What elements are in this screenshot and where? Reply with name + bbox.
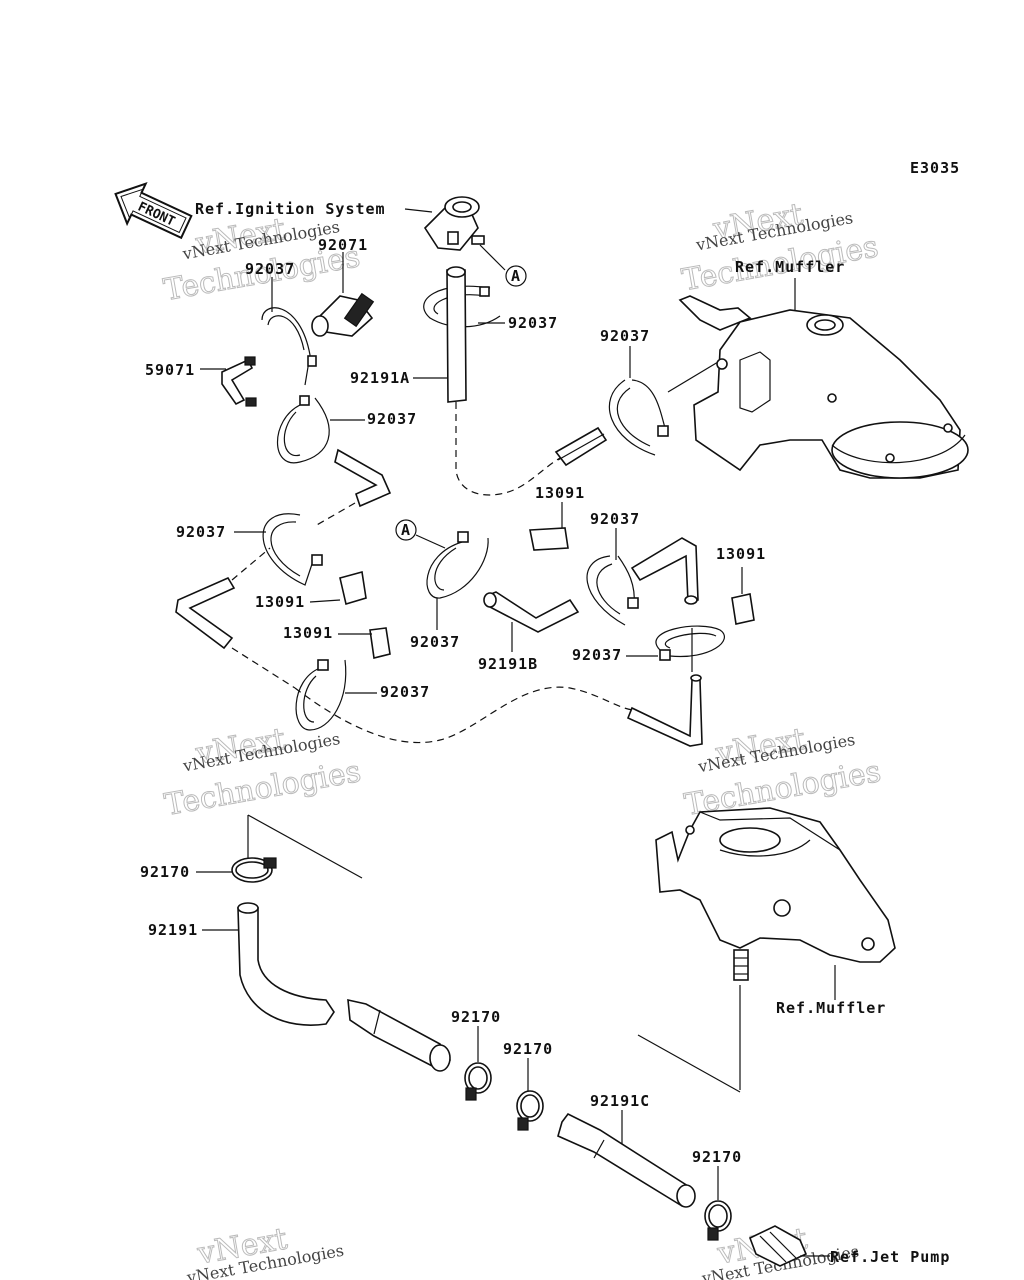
label-92037-f: 92037 — [600, 327, 650, 345]
muffler-bottom — [655, 807, 896, 981]
label-92037-g: 92037 — [410, 633, 460, 651]
svg-text:A: A — [511, 267, 521, 285]
label-92170-c: 92170 — [503, 1040, 553, 1058]
label-92037-b: 92037 — [367, 410, 417, 428]
watermark-mid-left: vNext Technologies vNext Technologies — [161, 721, 364, 823]
check-valve-92071 — [311, 292, 375, 337]
label-13091-b: 13091 — [255, 593, 305, 611]
watermark-top-left: vNext Technologies vNext Technologies — [161, 211, 364, 308]
cable-tie-f — [608, 379, 666, 456]
cable-tie-b — [277, 397, 330, 464]
svg-text:A: A — [401, 521, 411, 539]
cable-tie-h — [586, 555, 635, 626]
ref-jet-pump-label: Ref.Jet Pump — [830, 1248, 950, 1266]
cable-tie-g — [426, 537, 489, 599]
label-92191c: 92191C — [590, 1092, 650, 1110]
label-92037-h: 92037 — [590, 510, 640, 528]
cable-tie-a — [261, 307, 311, 386]
marker-a-top — [505, 265, 527, 287]
diagram-code: E3035 — [910, 159, 960, 177]
ignition-fitting — [423, 196, 485, 251]
ref-muffler-top-label: Ref.Muffler — [735, 258, 845, 276]
muffler-top — [678, 295, 969, 479]
label-13091-a: 13091 — [535, 484, 585, 502]
rubber-cap-13091-d — [731, 593, 755, 625]
hose-clamp-92170-b — [464, 1062, 492, 1101]
label-92037-e: 92037 — [508, 314, 558, 332]
label-92191b: 92191B — [478, 655, 538, 673]
hose-clamp-92170-d — [704, 1200, 732, 1241]
label-13091-d: 13091 — [716, 545, 766, 563]
hose-right-upper — [630, 537, 699, 603]
label-92170-d: 92170 — [692, 1148, 742, 1166]
label-59071: 59071 — [145, 361, 195, 379]
jet-pump-fitting — [748, 1225, 808, 1267]
watermark-mid-right: vNext Technologies vNext Technologies — [681, 721, 884, 823]
rubber-cap-13091-b — [339, 570, 367, 606]
label-92037-d: 92037 — [380, 683, 430, 701]
watermark-bottom-left: vNext vNext Technologies — [184, 1221, 345, 1280]
marker-a-mid — [395, 519, 417, 541]
ref-ignition-label: Ref.Ignition System — [195, 200, 386, 218]
hose-92191a — [446, 269, 467, 403]
label-92170-b: 92170 — [451, 1008, 501, 1026]
hose-clamp-92170-a — [231, 857, 277, 883]
label-92037-a: 92037 — [245, 260, 295, 278]
hose-left-lower — [175, 576, 236, 650]
rubber-cap-13091-c — [369, 627, 391, 659]
hose-left-upper — [334, 448, 392, 508]
hose-right-lower — [626, 679, 703, 747]
cable-tie-d — [295, 659, 347, 731]
front-arrow-icon: FRONT — [114, 182, 193, 240]
cable-tie-c — [262, 513, 316, 586]
label-92191: 92191 — [148, 921, 198, 939]
ref-muffler-bottom-label: Ref.Muffler — [776, 999, 886, 1017]
hose-clamp-92170-c — [516, 1090, 544, 1131]
label-92191a: 92191A — [350, 369, 410, 387]
hose-92191c — [557, 1112, 693, 1207]
hose-92191b — [485, 591, 580, 633]
label-92071: 92071 — [318, 236, 368, 254]
watermark-top-right: vNext Technologies vNext Technologies — [679, 196, 882, 298]
hose-92191 — [237, 907, 335, 1026]
elbow-59071 — [221, 356, 257, 407]
label-92037-i: 92037 — [572, 646, 622, 664]
label-13091-c: 13091 — [283, 624, 333, 642]
cable-tie-i — [655, 625, 725, 658]
label-92170-a: 92170 — [140, 863, 190, 881]
label-92037-c: 92037 — [176, 523, 226, 541]
rubber-cap-13091-a — [529, 527, 569, 551]
